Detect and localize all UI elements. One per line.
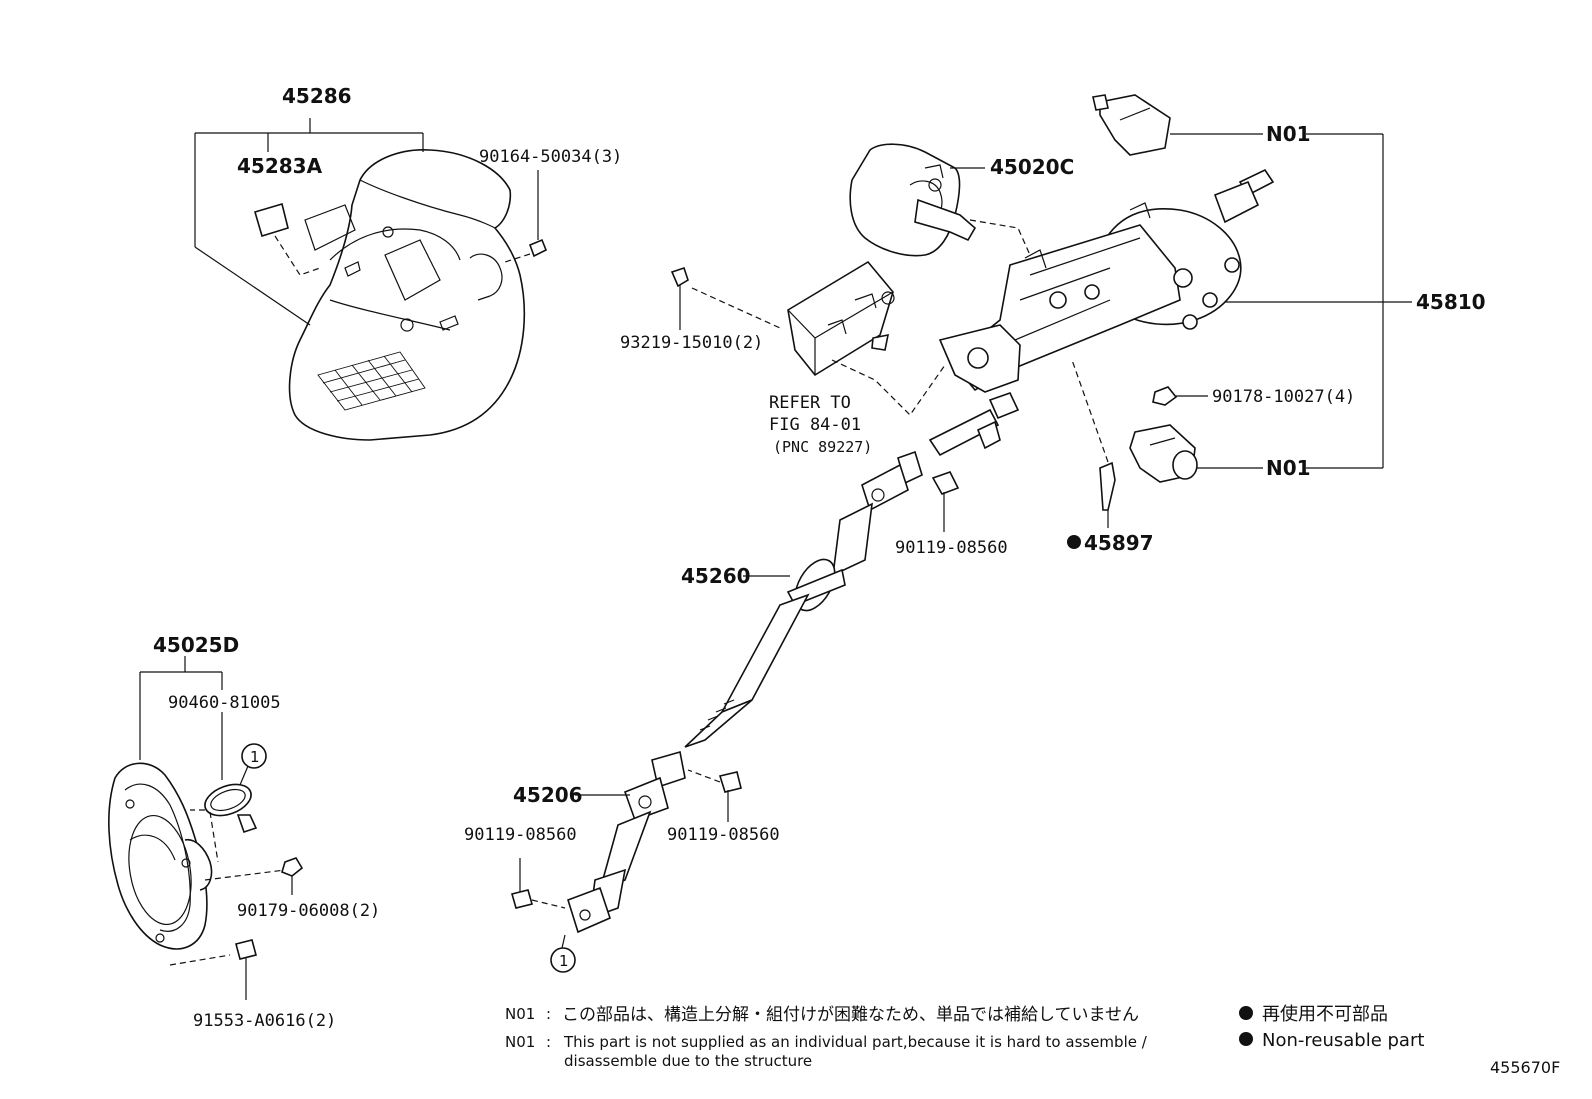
part-number-90164: 90164-50034(3) (479, 147, 622, 167)
part-number-45283a: 45283A (237, 154, 323, 178)
note-code-n01-mid: N01 (1266, 456, 1311, 480)
reference-circle-1-a: 1 (239, 743, 267, 786)
legend-marker-en (1239, 1032, 1253, 1046)
note-english-line1: This part is not supplied as an individu… (563, 1033, 1148, 1051)
note-colon-2: : (546, 1033, 551, 1051)
note-english-line2: disassemble due to the structure (564, 1052, 812, 1070)
part-number-45286: 45286 (282, 84, 352, 108)
nut-90179 (281, 857, 304, 895)
leader-45286 (194, 118, 424, 326)
part-number-45020c: 45020C (990, 155, 1074, 179)
part-number-90119-b: 90119-08560 (667, 825, 780, 845)
bolt-90119-a (931, 471, 960, 532)
bracket-n01 (1306, 133, 1384, 469)
bracket-45020c (849, 143, 1031, 257)
label-sticker (254, 202, 289, 238)
part-number-45025d: 45025D (153, 633, 239, 657)
note-colon-1: : (546, 1005, 551, 1023)
cover-grid-pattern (317, 351, 426, 411)
bolt-91553 (235, 939, 257, 1000)
connector-n01-top (1092, 94, 1263, 156)
part-number-90179: 90179-06008(2) (237, 901, 380, 921)
part-number-90178: 90178-10027(4) (1212, 387, 1355, 407)
part-number-45810: 45810 (1416, 290, 1486, 314)
part-number-45897: 45897 (1084, 531, 1154, 555)
part-number-90119-a: 90119-08560 (895, 538, 1008, 558)
note-code-2: N01 (505, 1033, 535, 1051)
legend-marker-jp (1239, 1006, 1253, 1020)
screw-90164 (504, 170, 548, 263)
part-number-93219: 93219-15010(2) (620, 333, 763, 353)
note-code-n01-top: N01 (1266, 122, 1311, 146)
connector-n01-mid (1129, 424, 1263, 483)
bolt-45897 (1071, 359, 1116, 528)
part-number-91553: 91553-A0616(2) (193, 1011, 336, 1031)
leader-45025d (139, 656, 223, 780)
part-number-90119-c: 90119-08560 (464, 825, 577, 845)
note-code-1: N01 (505, 1005, 535, 1023)
figure-code: 455670F (1490, 1058, 1560, 1077)
part-number-45260: 45260 (681, 564, 751, 588)
bolt-90119-c (511, 858, 566, 909)
reference-circle-1-b: 1 (550, 934, 576, 973)
intermediate-shaft-45260 (684, 450, 923, 748)
reference-circle-1-b-text: 1 (559, 952, 569, 970)
screw-93219 (670, 266, 781, 330)
part-number-45206: 45206 (513, 783, 583, 807)
legend-english-text: Non-reusable part (1262, 1030, 1424, 1051)
refer-text-line2: FIG 84-01 (769, 415, 861, 435)
steering-column-assembly (928, 168, 1275, 457)
note-japanese-text: この部品は、構造上分解・組付けが困難なため、単品では補給していません (562, 1005, 1139, 1025)
universal-joint-45206 (567, 750, 686, 934)
legend-japanese-text: 再使用不可部品 (1262, 1004, 1388, 1025)
bolt-90119-b (687, 769, 742, 822)
nut-90178 (1152, 386, 1208, 406)
column-hole-cover-45025d (108, 762, 286, 966)
ecu-module (787, 260, 946, 416)
reference-circle-1-a-text: 1 (250, 748, 260, 766)
column-cover-assembly (254, 149, 526, 441)
non-reusable-marker-45897 (1067, 535, 1081, 549)
part-number-90460: 90460-81005 (168, 693, 281, 713)
refer-text-line3: (PNC 89227) (773, 438, 872, 456)
refer-text-line1: REFER TO (769, 393, 851, 413)
